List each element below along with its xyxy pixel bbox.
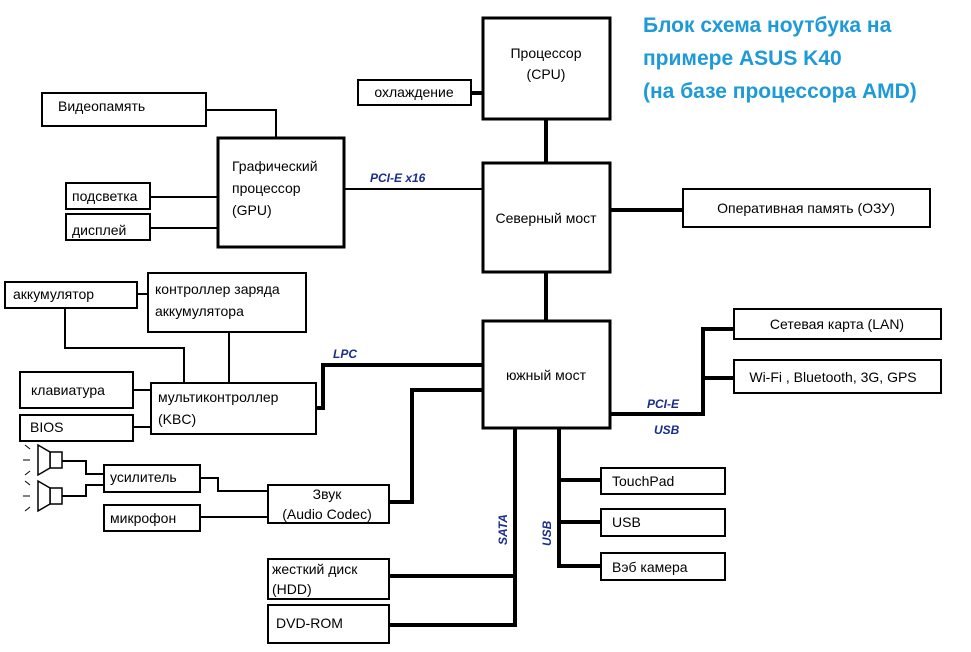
hdd-block: жесткий диск (HDD) <box>267 558 390 600</box>
wireless-block: Wi-Fi , Bluetooth, 3G, GPS <box>733 359 942 394</box>
backlight-block: подсветка <box>65 182 151 210</box>
display-block: дисплей <box>65 213 151 241</box>
amplifier-label: усилитель <box>110 469 177 485</box>
bios-label: BIOS <box>30 419 63 435</box>
keyboard-label: клавиатура <box>31 382 105 398</box>
southbridge-block: южный мост <box>481 319 612 430</box>
lan-label: Сетевая карта (LAN) <box>770 316 904 332</box>
touchpad-label: TouchPad <box>612 473 674 489</box>
backlight-label: подсветка <box>72 188 138 204</box>
amplifier-block: усилитель <box>103 464 201 493</box>
usb-label: USB <box>612 514 641 530</box>
diagram-title-line1: Блок схема ноутбука на <box>643 14 892 37</box>
cooling-label: охлаждение <box>374 84 453 100</box>
ram-label: Оперативная память (ОЗУ) <box>717 200 895 216</box>
webcam-label: Вэб камера <box>612 559 688 575</box>
diagram-title-line3: (на базе процессора AMD) <box>643 80 917 103</box>
audio-codec-label-line2: (Audio Codec) <box>282 506 372 522</box>
cpu-block: Процессор (CPU) <box>481 16 612 121</box>
microphone-block: микрофон <box>103 504 201 532</box>
vram-label: Видеопамять <box>58 98 145 114</box>
usb-block: USB <box>600 508 726 537</box>
bus-label-lpc: LPC <box>333 347 357 361</box>
battery-block: аккумулятор <box>4 281 138 309</box>
microphone-label: микрофон <box>110 510 176 526</box>
dvd-block: DVD-ROM <box>267 604 390 644</box>
gpu-label-line3: (GPU) <box>232 202 272 218</box>
charge-controller-label-line1: контроллер заряда <box>155 281 280 297</box>
gpu-block: Графический процессор (GPU) <box>216 136 346 249</box>
connections <box>61 91 736 627</box>
lan-block: Сетевая карта (LAN) <box>733 308 942 340</box>
bus-label-usb: USB <box>654 423 680 437</box>
hdd-label-line1: жесткий диск <box>272 561 358 577</box>
cooling-block: охлаждение <box>357 79 472 106</box>
kbc-label-line1: мультиконтроллер <box>158 389 279 405</box>
dvd-label: DVD-ROM <box>276 615 343 631</box>
northbridge-block: Северный мост <box>481 161 612 274</box>
gpu-label-line1: Графический <box>232 158 318 174</box>
charge-controller-block: контроллер заряда аккумулятора <box>147 272 307 333</box>
ram-block: Оперативная память (ОЗУ) <box>682 188 931 228</box>
hdd-label-line2: (HDD) <box>272 581 312 597</box>
touchpad-block: TouchPad <box>600 467 726 495</box>
speaker-icon <box>23 443 63 477</box>
cpu-label-line2: (CPU) <box>527 66 566 82</box>
bios-block: BIOS <box>19 414 134 442</box>
display-label: дисплей <box>72 222 126 238</box>
bus-label-pcie: PCI-E <box>647 397 680 411</box>
bus-label-pcie-x16: PCI-E x16 <box>370 171 426 185</box>
keyboard-block: клавиатура <box>19 371 134 409</box>
audio-codec-block: Звук (Audio Codec) <box>267 484 390 524</box>
battery-label: аккумулятор <box>13 286 94 302</box>
vram-block: Видеопамять <box>41 92 207 127</box>
charge-controller-label-line2: аккумулятора <box>155 303 244 319</box>
northbridge-label: Северный мост <box>495 210 597 226</box>
bus-label-usb-vertical: USB <box>540 520 554 546</box>
speaker-icon <box>23 479 63 513</box>
cpu-label-line1: Процессор <box>510 45 581 61</box>
wireless-label: Wi-Fi , Bluetooth, 3G, GPS <box>749 369 916 385</box>
bus-label-sata: SATA <box>496 514 510 545</box>
diagram-title-line2: примере ASUS K40 <box>643 47 842 70</box>
gpu-label-line2: процессор <box>232 180 301 196</box>
kbc-block: мультиконтроллер (KBC) <box>150 382 317 435</box>
southbridge-label: южный мост <box>506 367 587 383</box>
audio-codec-label-line1: Звук <box>313 486 343 502</box>
webcam-block: Вэб камера <box>600 552 726 581</box>
kbc-label-line2: (KBC) <box>158 411 196 427</box>
